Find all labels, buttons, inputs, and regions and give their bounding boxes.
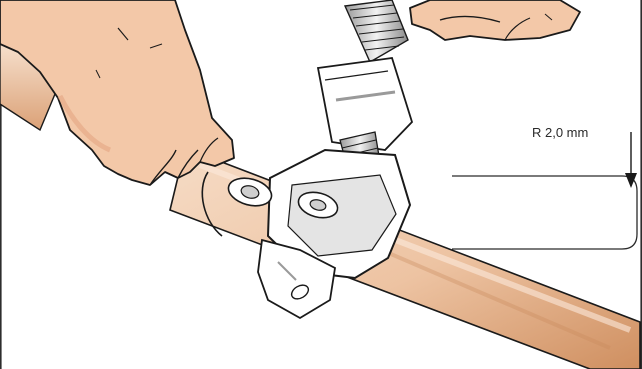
radius-label: R 2,0 mm (532, 125, 588, 140)
right-hand (410, 0, 580, 40)
down-arrow-icon (625, 132, 637, 188)
pipe-end-detail (452, 176, 637, 249)
